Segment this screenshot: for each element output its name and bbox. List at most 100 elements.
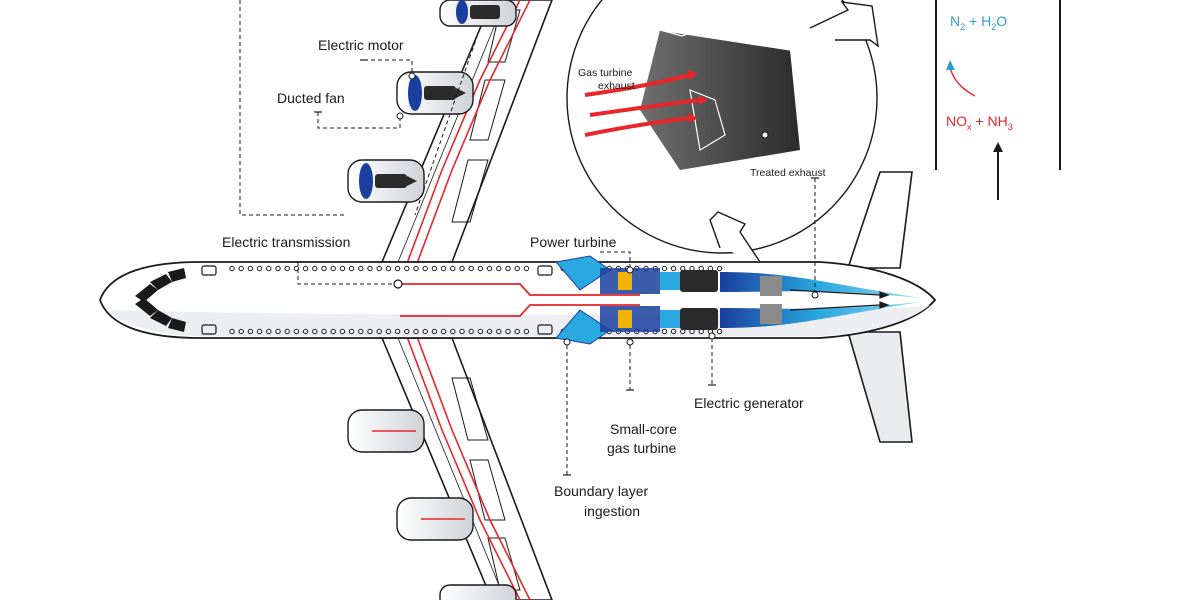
cabin-window [302, 328, 309, 335]
cabin-window [477, 265, 484, 272]
cabin-window [505, 265, 511, 272]
cabin-window [330, 265, 336, 272]
fuselage-doors [201, 265, 553, 335]
cabin-window [358, 328, 364, 335]
cabin-window [385, 328, 392, 335]
lower-wing [380, 317, 553, 600]
cabin-window [670, 265, 677, 272]
electric-transmission-lines [400, 283, 640, 317]
electric-generator-lower [680, 308, 718, 330]
cabin-window [661, 265, 668, 272]
cabin-window [422, 265, 428, 272]
catalyst-magnified-view [566, 0, 879, 263]
cabin-window [422, 328, 428, 335]
cabin-window [284, 265, 290, 272]
cabin-window [670, 328, 677, 335]
label-electric-transmission: Electric transmission [222, 234, 350, 250]
cabin-window [450, 265, 456, 272]
upper-ducted-fan-3 [347, 159, 425, 203]
scr-catalyst-element [640, 27, 800, 170]
upper-ducted-fan-2 [396, 71, 474, 115]
label-small-core-line1: Small-core [610, 421, 677, 437]
cabin-window [413, 265, 419, 272]
upper-tail-stabilizer [846, 171, 913, 269]
cabin-window [266, 265, 272, 272]
formula-products: N2 + H2O [950, 13, 1007, 32]
cabin-window [661, 328, 668, 335]
cabin-window [376, 328, 382, 335]
leader-ticks [294, 59, 819, 476]
fuselage [99, 261, 937, 339]
cabin-window [404, 265, 410, 272]
cabin-window [440, 265, 447, 272]
cabin-window [266, 328, 272, 335]
cabin-window [312, 328, 318, 335]
cabin-window [486, 265, 493, 272]
cabin-window [468, 265, 474, 272]
cabin-window [247, 328, 254, 335]
cabin-window [238, 265, 244, 272]
cabin-window [477, 328, 484, 335]
cabin-window [385, 265, 392, 272]
zoom-arrow-left [709, 211, 761, 263]
label-small-core-line2: gas turbine [607, 440, 676, 456]
cabin-window [275, 265, 281, 272]
upper-wing [380, 0, 553, 283]
transmission-junction [393, 279, 403, 289]
cabin-window [486, 328, 493, 335]
lower-ducted-fan-2 [396, 497, 474, 541]
cabin-window [523, 328, 530, 335]
cabin-window [394, 265, 401, 272]
cabin-window [716, 265, 723, 272]
cabin-window [440, 328, 447, 335]
cabin-window [716, 328, 723, 335]
cabin-window [256, 265, 263, 272]
cabin-window [293, 328, 300, 335]
leader-dots [396, 72, 819, 346]
cabin-window [321, 265, 327, 272]
cabin-window [376, 265, 382, 272]
cabin-window [256, 328, 263, 335]
cockpit-windows [135, 268, 186, 332]
cabin-window [523, 265, 530, 272]
cabin-window [247, 265, 254, 272]
cabin-window [431, 328, 438, 335]
exhaust-arrowheads [688, 70, 708, 123]
exhaust-arrows [584, 73, 701, 137]
cabin-window [339, 265, 346, 272]
cabin-window [459, 265, 465, 272]
treated-exhaust-marker [761, 131, 769, 139]
cabin-window [496, 265, 502, 272]
upper-wing-wire-b [409, 0, 531, 283]
cabin-window [229, 328, 235, 335]
label-power-turbine: Power turbine [530, 234, 617, 250]
label-electric-generator: Electric generator [694, 395, 804, 411]
cabin-window [413, 328, 419, 335]
lower-wing-wire-a [399, 317, 521, 600]
formula-reactants: NOx + NH3 [946, 113, 1013, 132]
upper-ducted-fan-1 [439, 0, 517, 27]
cabin-window [404, 328, 410, 335]
cabin-window [284, 328, 290, 335]
electric-generator-upper [680, 270, 718, 292]
cabin-window [431, 265, 438, 272]
label-boundary-layer-line2: ingestion [584, 503, 640, 519]
flow-arrows [789, 289, 890, 311]
cabin-window [321, 328, 327, 335]
lower-wing-wire-b [409, 317, 531, 600]
cabin-window [348, 328, 355, 335]
chemistry-inset [935, 0, 1061, 200]
label-boundary-layer-line1: Boundary layer [554, 483, 649, 499]
cabin-window [367, 265, 373, 272]
leader-lines [239, 0, 816, 475]
cabin-window [302, 265, 309, 272]
cabin-window [229, 265, 235, 272]
cabin-window [293, 265, 300, 272]
cabin-window [496, 328, 502, 335]
label-treated-exhaust: Treated exhaust [750, 167, 826, 179]
upper-wing-wire-a [399, 0, 521, 283]
cabin-window [468, 328, 474, 335]
cabin-window [238, 328, 244, 335]
cabin-window [450, 328, 456, 335]
